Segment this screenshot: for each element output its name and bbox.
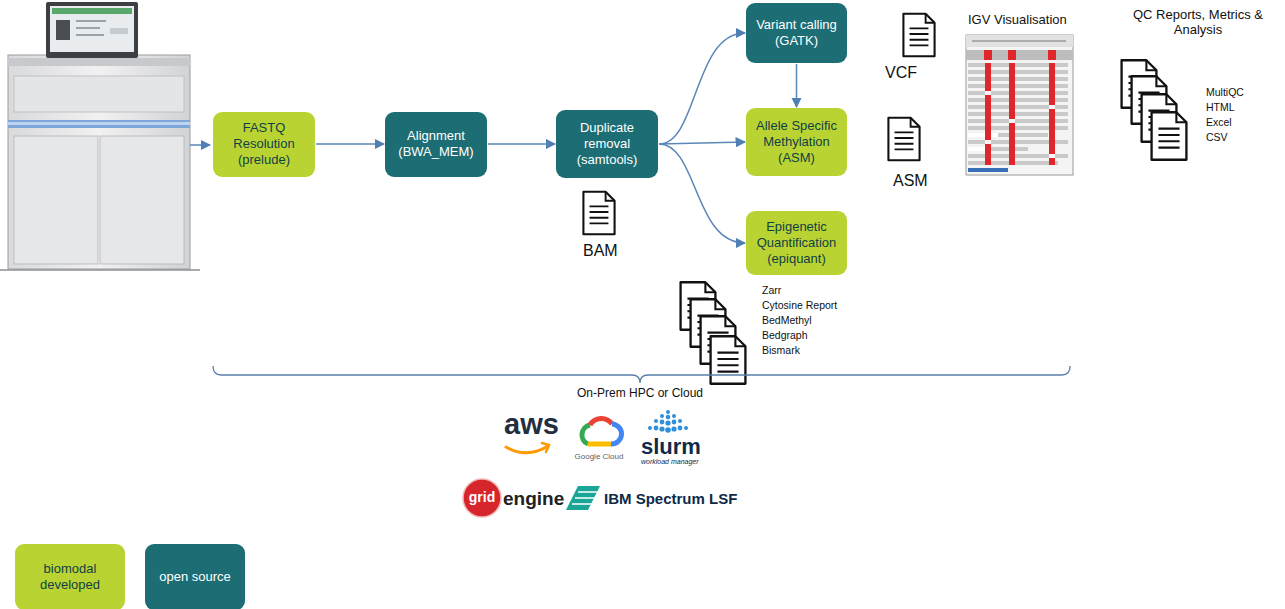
legend-swatch: biomodal developed (15, 544, 125, 609)
report-format: CSV (1206, 131, 1228, 143)
output-format: BedMethyl (762, 314, 812, 326)
legend-swatch: open source (145, 544, 245, 609)
output-format: Zarr (762, 284, 781, 296)
box-label: Allele Specific Methylation (ASM) (753, 118, 840, 167)
sequencer-illustration (0, 2, 210, 270)
logo-text: aws (504, 408, 559, 441)
flow-arrow (796, 64, 798, 107)
logo-text: workload manager (641, 458, 699, 466)
file-type: VCF (885, 64, 917, 82)
box-label: Alignment (BWA_MEM) (392, 128, 480, 161)
flow-arrow (659, 142, 745, 144)
process-box: Alignment (BWA_MEM) (385, 112, 487, 177)
output-format: Bismark (762, 344, 800, 356)
platform-bracket (213, 366, 1070, 383)
process-box: Variant calling (GATK) (746, 3, 847, 63)
section-title: IGV Visualisation (968, 13, 1067, 28)
report-format: HTML (1206, 101, 1235, 113)
aws-logo (506, 443, 549, 453)
google-cloud-logo (582, 418, 622, 444)
file-type: BAM (583, 242, 618, 260)
box-label: Duplicate removal (samtools) (563, 120, 651, 169)
igv-screenshot (966, 35, 1073, 175)
report-format: Excel (1206, 116, 1232, 128)
box-label: Epigenetic Quantification (epiquant) (753, 219, 840, 268)
flow-arrow (659, 33, 745, 144)
flow-arrow (316, 143, 384, 145)
flow-arrow (659, 144, 745, 243)
slurm-logo (648, 410, 688, 433)
process-box: Duplicate removal (samtools) (556, 110, 658, 178)
process-box: Allele Specific Methylation (ASM) (746, 108, 847, 176)
logo-text: slurm (641, 434, 701, 459)
logo-text: engine (503, 488, 564, 510)
bracket-caption: On-Prem HPC or Cloud (540, 387, 740, 401)
legend-label: biomodal developed (21, 561, 119, 594)
logo-text: grid (462, 489, 502, 505)
logo-text: IBM Spectrum LSF (604, 490, 737, 507)
grid-engine-logo (463, 479, 501, 517)
process-box: FASTQ Resolution (prelude) (213, 112, 315, 177)
file-type: ASM (893, 172, 928, 190)
legend-label: open source (159, 569, 231, 585)
report-format: MultiQC (1206, 86, 1244, 98)
box-label: FASTQ Resolution (prelude) (220, 120, 308, 169)
flow-arrow (488, 143, 555, 145)
output-format: Cytosine Report (762, 299, 837, 311)
ibm-lsf-logo (566, 486, 600, 510)
section-title: QC Reports, Metrics & Analysis (1118, 8, 1278, 38)
output-format: Bedgraph (762, 329, 808, 341)
file-icons (583, 14, 1186, 384)
box-label: Variant calling (GATK) (753, 17, 840, 50)
logo-text: Google Cloud (560, 452, 638, 461)
process-box: Epigenetic Quantification (epiquant) (746, 211, 847, 275)
